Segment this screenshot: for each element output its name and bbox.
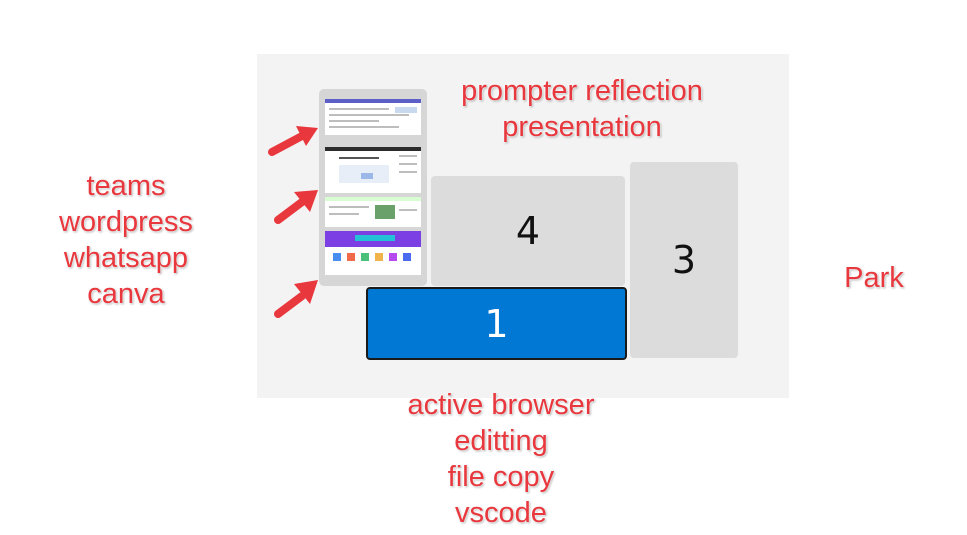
- red-arrow-icon: [268, 126, 318, 156]
- zone-4-number: 4: [515, 209, 541, 253]
- red-arrow-icon: [274, 280, 318, 318]
- right-annotation: Park: [832, 260, 916, 296]
- annotation-prompter-reflection: prompter reflection: [461, 75, 703, 107]
- teams-window-thumbnail[interactable]: [325, 99, 421, 135]
- red-arrow-icon: [274, 190, 318, 224]
- zone-3[interactable]: 3: [630, 162, 738, 358]
- zone-4[interactable]: 4: [431, 176, 625, 286]
- window-thumbnail-stack[interactable]: [319, 89, 427, 286]
- left-annotation: teams wordpress whatsapp canva: [50, 168, 202, 312]
- bottom-annotation: active browser editting file copy vscode: [392, 387, 610, 531]
- annotation-whatsapp: whatsapp: [63, 242, 189, 274]
- zone-3-number: 3: [671, 238, 697, 282]
- whatsapp-window-thumbnail[interactable]: [325, 197, 421, 227]
- annotation-file-copy: file copy: [447, 461, 555, 493]
- annotation-wordpress: wordpress: [59, 206, 193, 238]
- top-annotation: prompter reflection presentation: [440, 73, 724, 145]
- zone-1-active[interactable]: 1: [366, 287, 627, 360]
- annotation-park: Park: [844, 262, 904, 294]
- snap-layout-panel: 4 3 1: [257, 54, 789, 398]
- annotation-canva: canva: [87, 278, 165, 310]
- annotation-vscode: vscode: [455, 497, 547, 529]
- canva-window-thumbnail[interactable]: [325, 231, 421, 275]
- annotation-editting: editting: [454, 425, 548, 457]
- zone-1-number: 1: [484, 301, 509, 346]
- wordpress-window-thumbnail[interactable]: [325, 147, 421, 193]
- annotation-active-browser: active browser: [407, 389, 595, 421]
- annotation-teams: teams: [86, 170, 166, 202]
- annotation-presentation: presentation: [502, 111, 662, 143]
